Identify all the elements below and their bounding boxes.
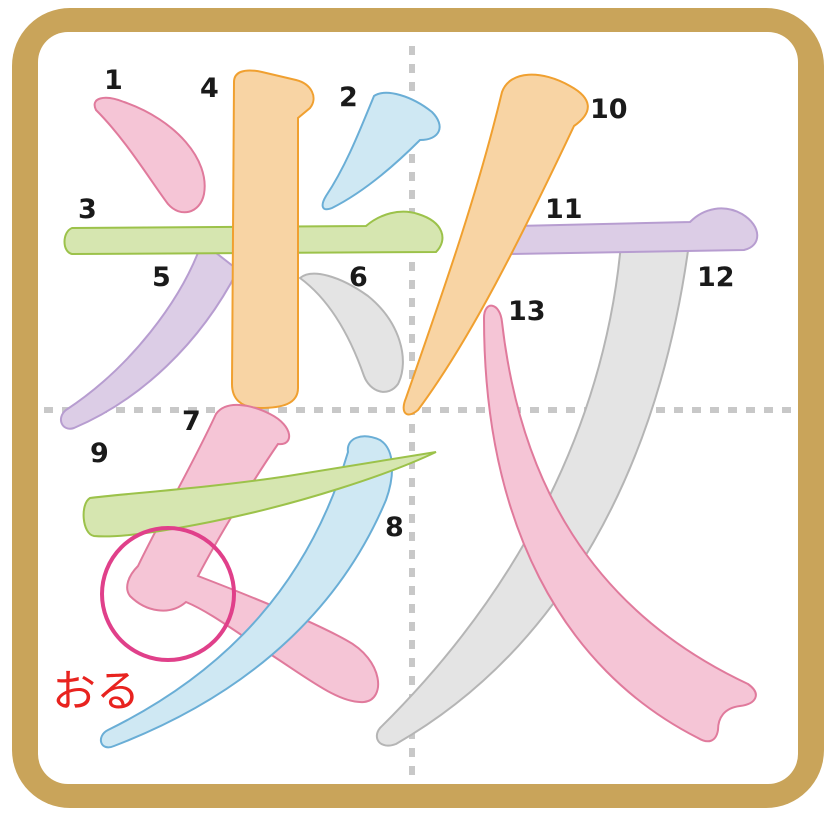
stroke-6 bbox=[298, 272, 404, 393]
stroke-13 bbox=[482, 304, 757, 743]
stroke-number-12: 12 bbox=[697, 262, 735, 293]
stroke-number-11: 11 bbox=[545, 194, 583, 225]
stroke-number-13: 13 bbox=[508, 296, 546, 327]
stroke-number-4: 4 bbox=[200, 73, 219, 104]
stroke-5 bbox=[59, 240, 240, 430]
stroke-2 bbox=[321, 91, 441, 211]
stroke-number-2: 2 bbox=[339, 82, 358, 113]
stroke-11 bbox=[510, 207, 759, 256]
stroke-10 bbox=[402, 73, 589, 416]
stroke-number-3: 3 bbox=[78, 194, 97, 225]
stroke-number-10: 10 bbox=[590, 94, 628, 125]
stroke-1 bbox=[93, 96, 206, 214]
stroke-7 bbox=[126, 404, 379, 704]
stroke-number-1: 1 bbox=[104, 65, 123, 96]
stroke-number-6: 6 bbox=[349, 262, 368, 293]
hint-text: おる bbox=[52, 666, 140, 717]
hint-circle bbox=[100, 526, 236, 662]
stroke-12 bbox=[375, 230, 692, 747]
stroke-9 bbox=[82, 451, 437, 538]
stroke-number-7: 7 bbox=[182, 406, 201, 437]
stroke-number-9: 9 bbox=[90, 438, 109, 469]
stroke-number-5: 5 bbox=[152, 262, 171, 293]
stroke-number-8: 8 bbox=[385, 512, 404, 543]
